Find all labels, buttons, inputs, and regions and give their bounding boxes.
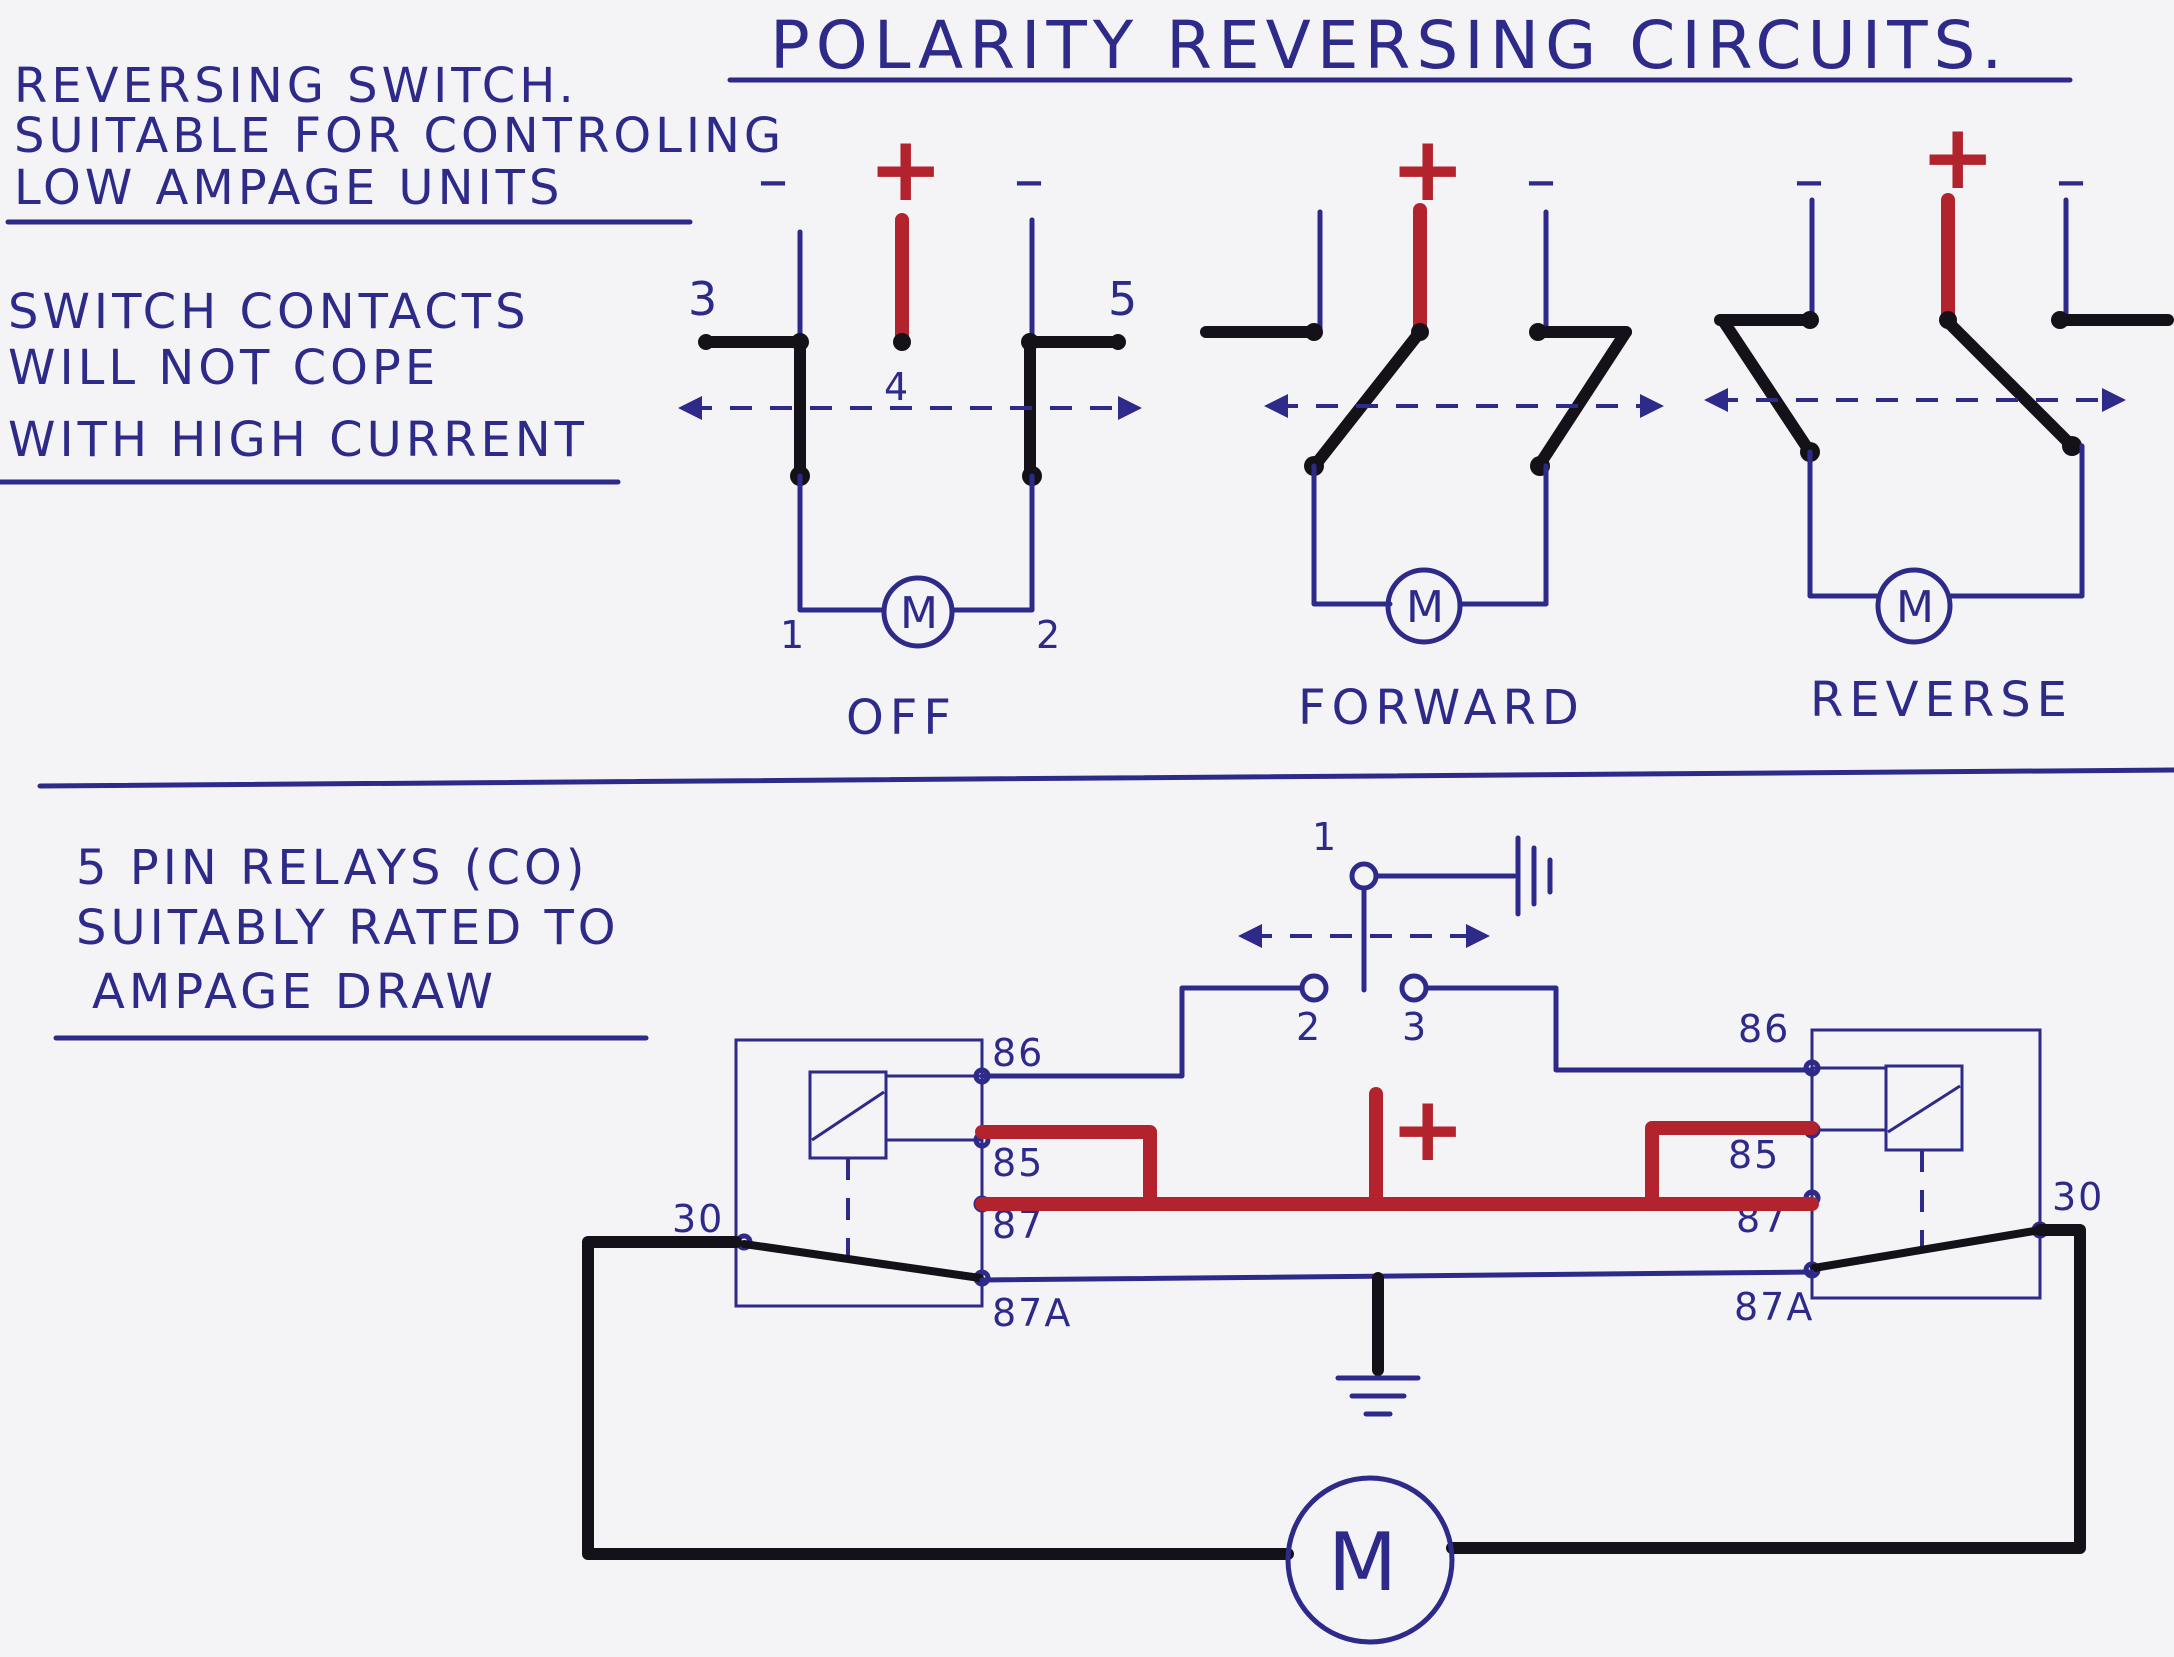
relay-armature-left xyxy=(740,1240,984,1282)
relay-right-pin-87a: 87A xyxy=(1734,1285,1814,1329)
relay-housing-left xyxy=(734,1038,984,1308)
note-line: SUITABLE FOR CONTROLING xyxy=(14,108,785,164)
terminal-label-1: 1 xyxy=(780,613,806,657)
terminal-label-4: 4 xyxy=(884,365,910,409)
caption-reverse: REVERSE xyxy=(1810,672,2073,728)
switch-diagram-forward: + – M FORWARD xyxy=(1200,117,1664,736)
terminal-label-2: 2 xyxy=(1036,613,1062,657)
plus-sign: + xyxy=(1390,117,1465,222)
relay-pin-dot xyxy=(1803,1059,1821,1077)
motor-symbol xyxy=(881,575,955,649)
switch-blade xyxy=(1534,326,1632,470)
motor-label-large: M xyxy=(1328,1516,1399,1609)
relay-left-pin-86: 86 xyxy=(992,1031,1044,1075)
motor-loop xyxy=(1807,449,1881,599)
motor-wire-left xyxy=(582,1236,1294,1560)
motor-loop xyxy=(1947,443,2085,599)
supply-plus-sign: + xyxy=(1390,1077,1465,1182)
switch-blade xyxy=(1718,316,1816,458)
terminal-label-5: 5 xyxy=(1108,272,1139,326)
minus-sign: – xyxy=(1014,145,1044,215)
sheet-title: POLARITY REVERSING CIRCUITS. xyxy=(770,7,2008,84)
minus-sign: – xyxy=(2056,145,2086,215)
note-switch-contacts: SWITCH CONTACTS WILL NOT COPE WITH HIGH … xyxy=(0,284,621,485)
switch-pin-2: 2 xyxy=(1296,1005,1322,1049)
relay-pin-dot xyxy=(973,1067,991,1085)
switch-pin-3: 3 xyxy=(1402,1005,1428,1049)
switch-blade xyxy=(1942,316,2078,452)
note-line: SWITCH CONTACTS xyxy=(8,284,530,340)
control-wire-right xyxy=(1423,985,1815,1073)
terminal-dot xyxy=(893,333,911,351)
relay-right-pin-86: 86 xyxy=(1738,1007,1790,1051)
relay-left-pin-87a: 87A xyxy=(992,1291,1072,1335)
control-wire-left xyxy=(979,985,1305,1079)
minus-sign: – xyxy=(1794,145,1824,215)
motor-wire-right xyxy=(1446,1224,2086,1554)
note-line: SUITABLY RATED TO xyxy=(76,900,620,956)
relay-coil-stroke xyxy=(811,1090,885,1142)
motor-symbol-large xyxy=(1285,1475,1455,1645)
relay-left-pin-85: 85 xyxy=(992,1141,1044,1185)
note-reversing-switch: REVERSING SWITCH. SUITABLE FOR CONTROLIN… xyxy=(5,58,785,225)
motor-loop xyxy=(797,473,887,613)
switch-blade xyxy=(1310,326,1426,470)
terminal-label-3: 3 xyxy=(688,272,719,326)
caption-off: OFF xyxy=(846,690,957,746)
motor-loop xyxy=(1457,463,1549,607)
relay-right-pin-30: 30 xyxy=(2052,1175,2104,1219)
supply-wire-negative xyxy=(1315,209,1323,335)
motor-symbol xyxy=(1385,567,1463,645)
terminal-dot xyxy=(698,334,714,350)
relay-armature-right xyxy=(1810,1226,2044,1272)
terminal-dot xyxy=(1305,323,1323,341)
switch-pin-1: 1 xyxy=(1312,815,1338,859)
note-line: AMPAGE DRAW xyxy=(92,964,497,1020)
motor-label: M xyxy=(900,588,940,639)
switch-terminal xyxy=(1299,973,1329,1003)
terminal-dot xyxy=(1529,323,1547,341)
relay-housing-right xyxy=(1810,1028,2042,1300)
supply-feed-85-right xyxy=(1645,1121,1819,1211)
note-line: LOW AMPAGE UNITS xyxy=(14,160,563,216)
terminal-dot xyxy=(1801,311,1819,329)
plus-sign: + xyxy=(1920,105,1995,210)
minus-sign: – xyxy=(1526,145,1556,215)
plus-sign: + xyxy=(868,117,943,222)
pivot-dot xyxy=(2062,436,2082,456)
motor-symbol xyxy=(1875,567,1953,645)
caption-forward: FORWARD xyxy=(1298,680,1585,736)
switch-terminal xyxy=(1349,861,1379,891)
relay-diagram: 1 2 3 86 85 87 87A 30 xyxy=(582,815,2104,1645)
terminal-dot xyxy=(2051,311,2069,329)
note-line: REVERSING SWITCH. xyxy=(14,58,578,114)
motor-loop xyxy=(951,473,1035,613)
motor-loop xyxy=(1311,463,1393,607)
section-divider xyxy=(37,767,2174,789)
switch-terminal xyxy=(1399,973,1429,1003)
note-line: WILL NOT COPE xyxy=(8,340,439,396)
note-relays: 5 PIN RELAYS (CO) SUITABLY RATED TO AMPA… xyxy=(53,840,649,1041)
motor-label: M xyxy=(1896,582,1936,633)
note-line: WITH HIGH CURRENT xyxy=(8,412,588,468)
note-line: 5 PIN RELAYS (CO) xyxy=(76,840,589,896)
supply-feed-85-left xyxy=(975,1125,1157,1211)
motor-label: M xyxy=(1406,582,1446,633)
relay-coil-stroke xyxy=(1887,1084,1961,1134)
terminal-dot xyxy=(1110,334,1126,350)
minus-sign: – xyxy=(758,145,788,215)
relay-left-pin-30: 30 xyxy=(672,1197,724,1241)
switch-diagram-reverse: – + – M REVERSE xyxy=(1704,105,2174,728)
ground-rail-87a xyxy=(979,1269,1815,1283)
switch-diagram-off: – + – 3 4 5 M 1 2 OFF xyxy=(678,117,1142,746)
relay-right-pin-85: 85 xyxy=(1728,1133,1780,1177)
